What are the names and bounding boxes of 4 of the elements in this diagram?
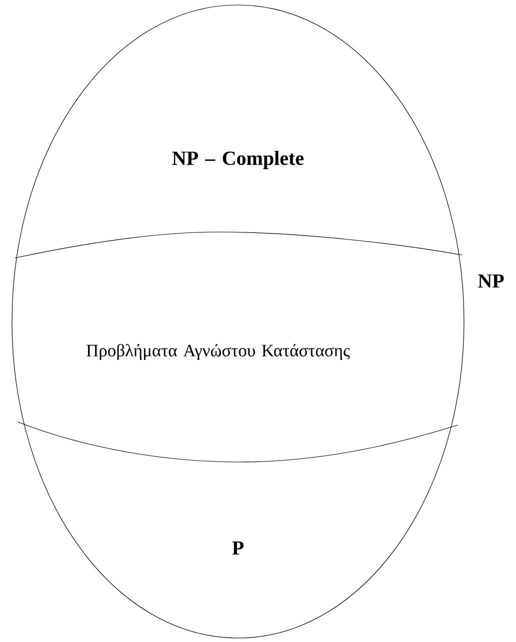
region-label: P (232, 541, 244, 555)
region-label: NP – Complete (172, 150, 304, 170)
set-label: NP (478, 274, 504, 288)
region-label: Προβλήματα Αγνώστου Κατάστασης (86, 344, 350, 360)
